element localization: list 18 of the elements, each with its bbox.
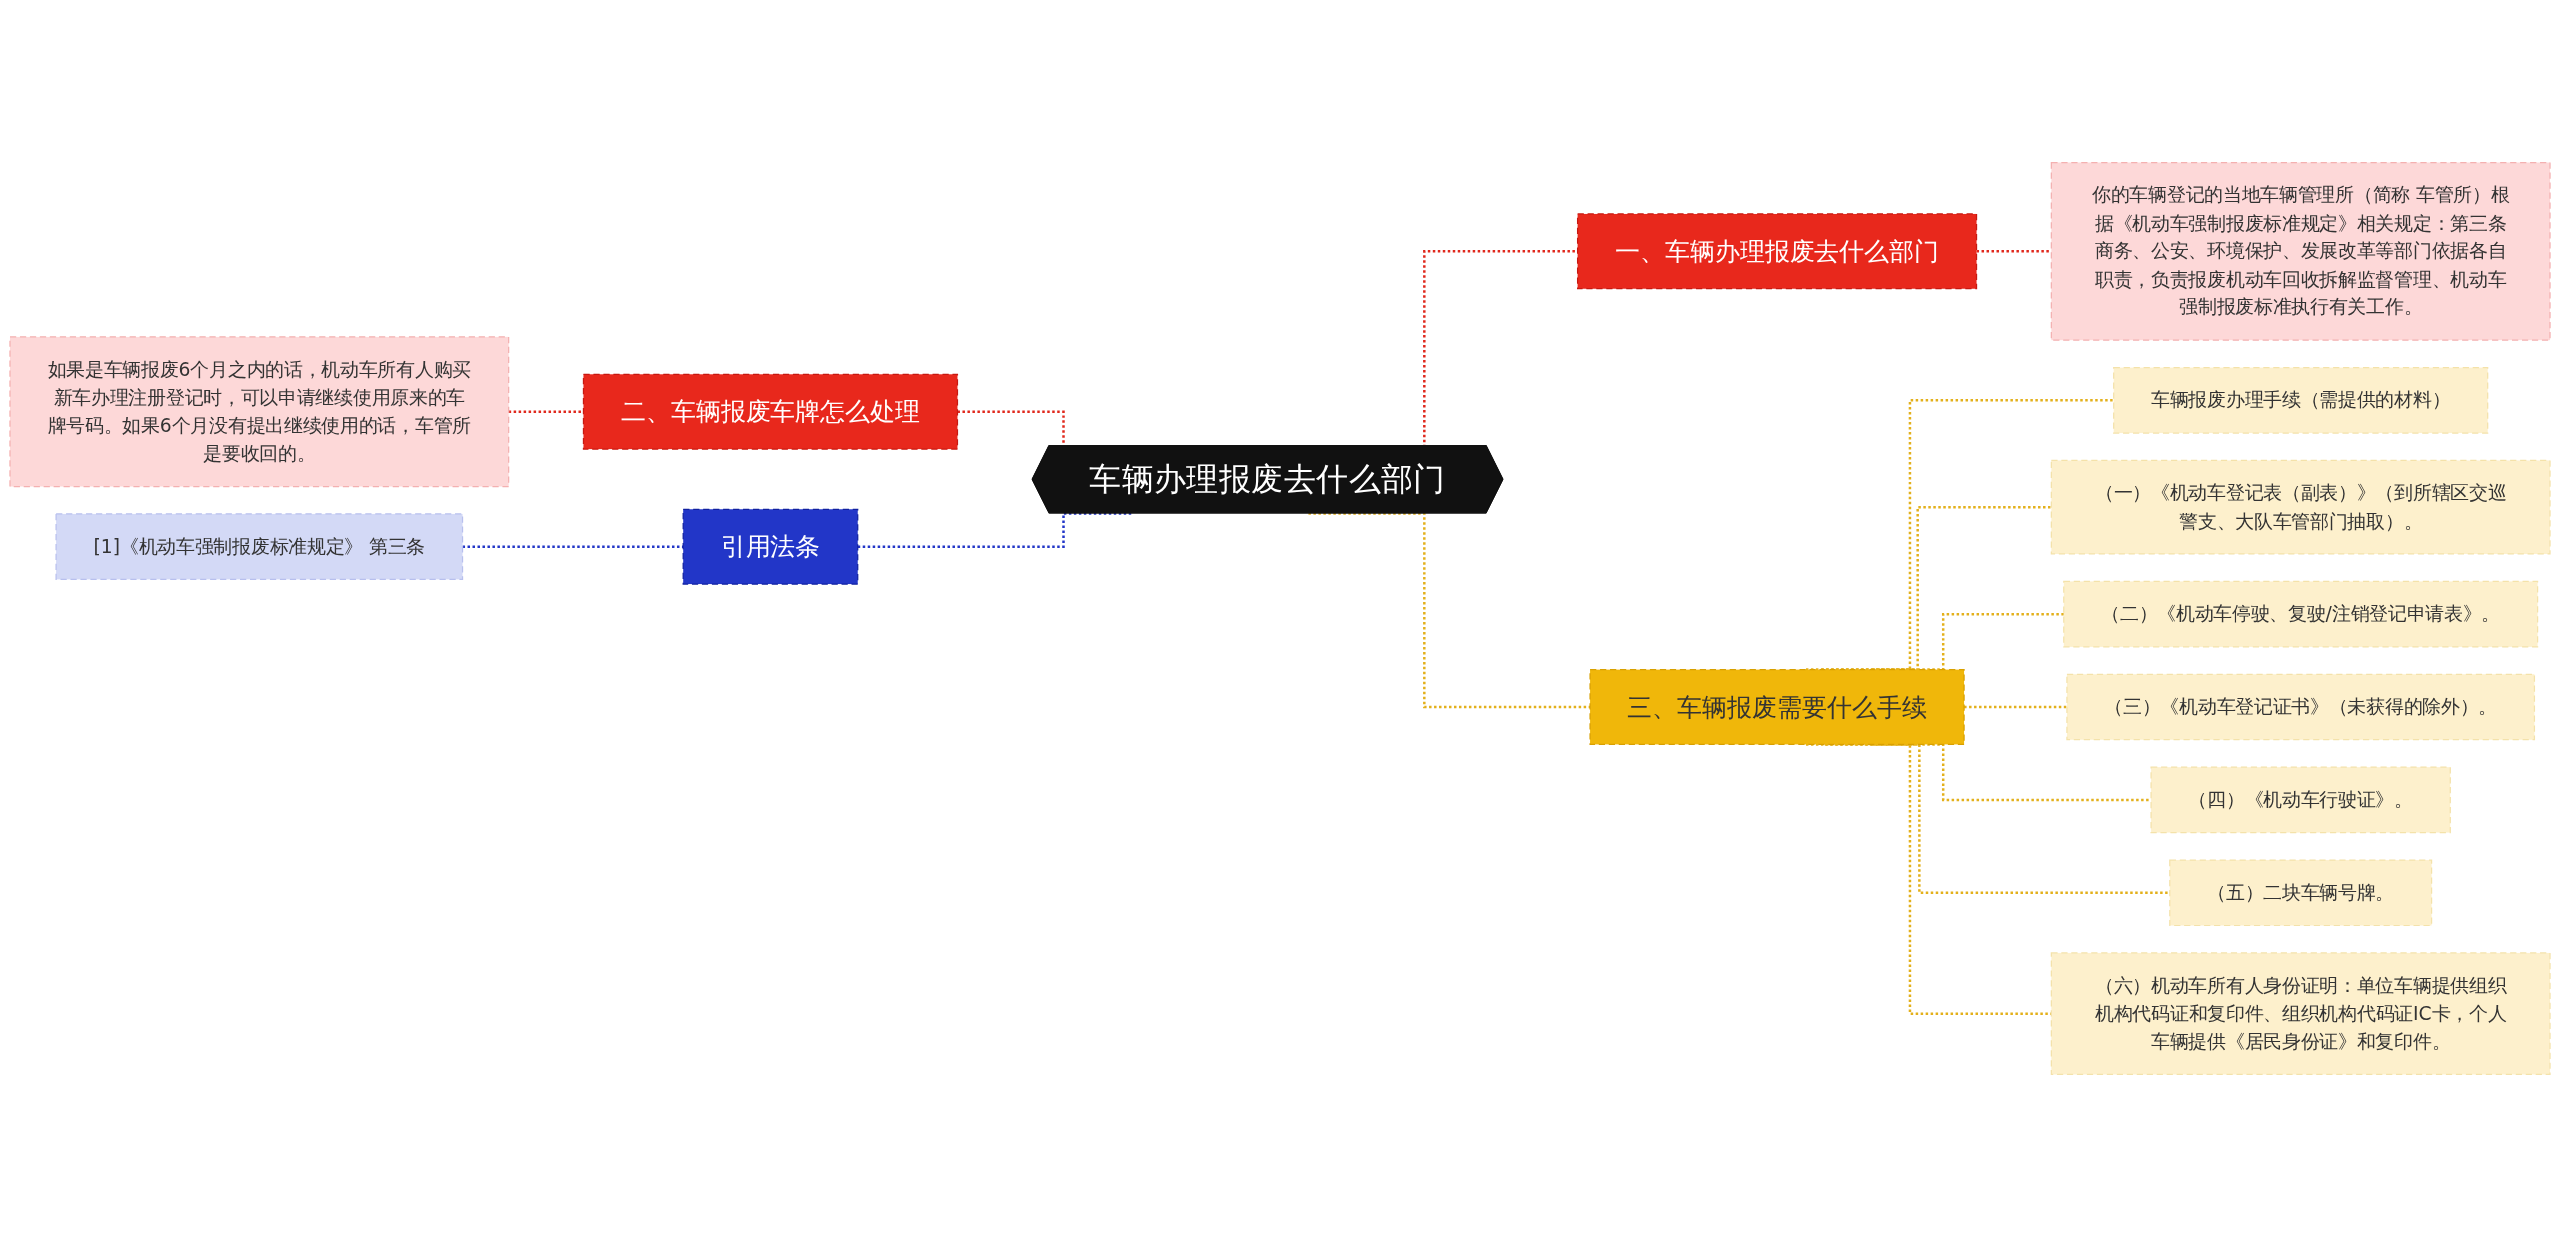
node-box: （三）《机动车登记证书》（未获得的除外）。 <box>2066 673 2536 741</box>
node-box: 一、车辆办理报废去什么部门 <box>1576 213 1978 290</box>
connector <box>508 410 584 413</box>
connector <box>857 512 1133 548</box>
node-box: （一）《机动车登记表（副表）》（到所辖区交巡警支、大队车管部门抽取）。 <box>2050 459 2551 555</box>
node-box: 如果是车辆报废6个月之内的话，机动车所有人购买新车办理注册登记时，可以申请继续使用原来的车牌号码。如果6个月没有提出继续使用的话，车管所是要收回的。 <box>9 336 510 488</box>
node-box: （五）二块车辆号牌。 <box>2169 859 2433 927</box>
node-box: 引用法条 <box>682 508 859 585</box>
node-box: （四）《机动车行驶证》。 <box>2150 766 2451 834</box>
node-box: 车辆报废办理手续（需提供的材料） <box>2113 366 2489 434</box>
node-box: 三、车辆报废需要什么手续 <box>1589 669 1965 746</box>
node-box: （二）《机动车停驶、复驶/注销登记申请表》。 <box>2063 580 2539 648</box>
node-box: 二、车辆报废车牌怎么处理 <box>582 373 959 450</box>
node-box: （六）机动车所有人身份证明：单位车辆提供组织机构代码证和复印件、组织机构代码证IC卡，个人车辆提供《居民身份证》和复印件。 <box>2050 952 2551 1076</box>
node-box: 你的车辆登记的当地车辆管理所（简称 车管所）根据《机动车强制报废标准规定》相关规定：第三条商务、公安、环境保护、发展改革等部门依据各自职责，负责报废机动车回收拆解监督管理、机动车强制报废标准执行有关工作。 <box>2050 161 2551 341</box>
connector <box>1976 250 2052 253</box>
node-box: [1]《机动车强制报废标准规定》 第三条 <box>55 513 464 580</box>
connector <box>1964 705 2067 709</box>
